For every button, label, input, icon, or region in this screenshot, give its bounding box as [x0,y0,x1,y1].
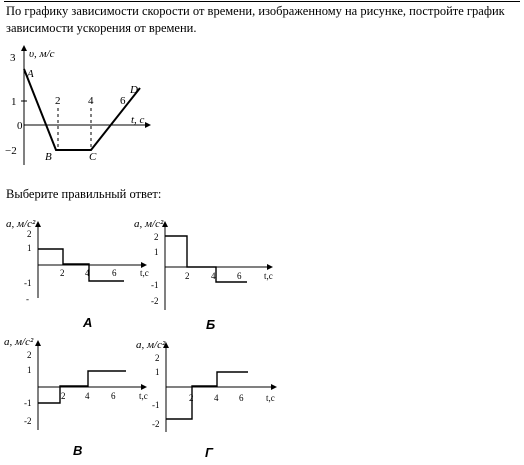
option-b-label: Б [206,317,215,332]
point-b: B [45,151,52,163]
point-c: C [89,151,97,163]
option-b-xtick-2: 2 [185,271,190,281]
option-a-ytick-2: 2 [27,229,32,239]
option-g-ytick-2: 2 [155,353,160,363]
option-a-xtick-2: 2 [60,268,65,278]
option-b-t-label: t,c [264,271,273,281]
v-tick-3: 3 [10,52,16,64]
option-v-ytick-1: 1 [27,365,32,375]
v-tick-0: 0 [17,120,23,132]
option-a-axis-label: a, м/с² [6,218,36,230]
option-v-label: В [73,443,82,458]
option-g-xtick-2: 2 [189,393,194,403]
answer-prompt: Выберите правильный ответ: [6,187,162,201]
option-b-accel-line [165,235,247,283]
v-tick-1: 1 [11,96,17,108]
option-g-graph[interactable]: a, м/с² 2 1 -1 -2 2 4 6 t,c Г [136,339,277,460]
option-a-graph[interactable]: a, м/с² 2 1 -1 - 2 4 6 t,c А [6,218,149,330]
option-a-ytick-1: 1 [27,243,32,253]
option-a-ytick-neg1: -1 [24,278,32,288]
option-b-xtick-4: 4 [211,271,216,281]
option-a-accel-line [38,248,124,282]
t-tick-4: 4 [88,95,94,107]
option-g-ytick-neg1: -1 [152,400,160,410]
option-v-t-label: t,c [139,391,148,401]
option-g-ytick-1: 1 [155,367,160,377]
point-a: A [26,68,34,80]
velocity-graph: υ, м/с t, с 3 1 0 −2 2 4 6 A B C D [5,45,151,165]
option-v-ytick-2: 2 [27,350,32,360]
option-v-xtick-6: 6 [111,391,116,401]
option-a-t-label: t,c [140,268,149,278]
option-a-ytick-neg2: - [26,294,29,304]
option-a-label: А [82,315,92,330]
option-b-ytick-1: 1 [154,247,159,257]
option-g-label: Г [205,445,214,460]
option-g-t-label: t,c [266,393,275,403]
option-b-ytick-2: 2 [154,232,159,242]
point-d: D [129,84,138,96]
question-text: По графику зависимости скорости от време… [6,4,505,35]
option-v-ytick-neg1: -1 [24,398,32,408]
option-g-accel-line [166,371,248,420]
option-v-accel-line [38,370,126,404]
option-v-graph[interactable]: a, м/с² 2 1 -1 -2 2 4 6 t,c В [4,336,148,458]
v-axis-label: υ, м/с [29,48,55,60]
option-v-xtick-4: 4 [85,391,90,401]
t-tick-6: 6 [120,95,126,107]
option-b-graph[interactable]: a, м/с² 2 1 -1 -2 2 4 6 t,c Б [134,218,273,332]
option-a-xtick-6: 6 [112,268,117,278]
option-b-xtick-6: 6 [237,271,242,281]
option-g-xtick-6: 6 [239,393,244,403]
option-b-axis-label: a, м/с² [134,218,164,230]
option-g-ytick-neg2: -2 [152,419,160,429]
option-g-xtick-4: 4 [214,393,219,403]
option-a-xtick-4: 4 [85,268,90,278]
v-tick-neg2: −2 [5,145,17,157]
top-rule [4,1,520,2]
t-axis-label: t, с [131,114,145,126]
velocity-line [23,68,141,151]
t-tick-2: 2 [55,95,61,107]
option-g-axis-label: a, м/с² [136,339,166,351]
option-b-ytick-neg1: -1 [151,280,159,290]
option-b-ytick-neg2: -2 [151,296,159,306]
option-v-axis-label: a, м/с² [4,336,34,348]
option-v-xtick-2: 2 [61,391,66,401]
option-v-ytick-neg2: -2 [24,416,32,426]
